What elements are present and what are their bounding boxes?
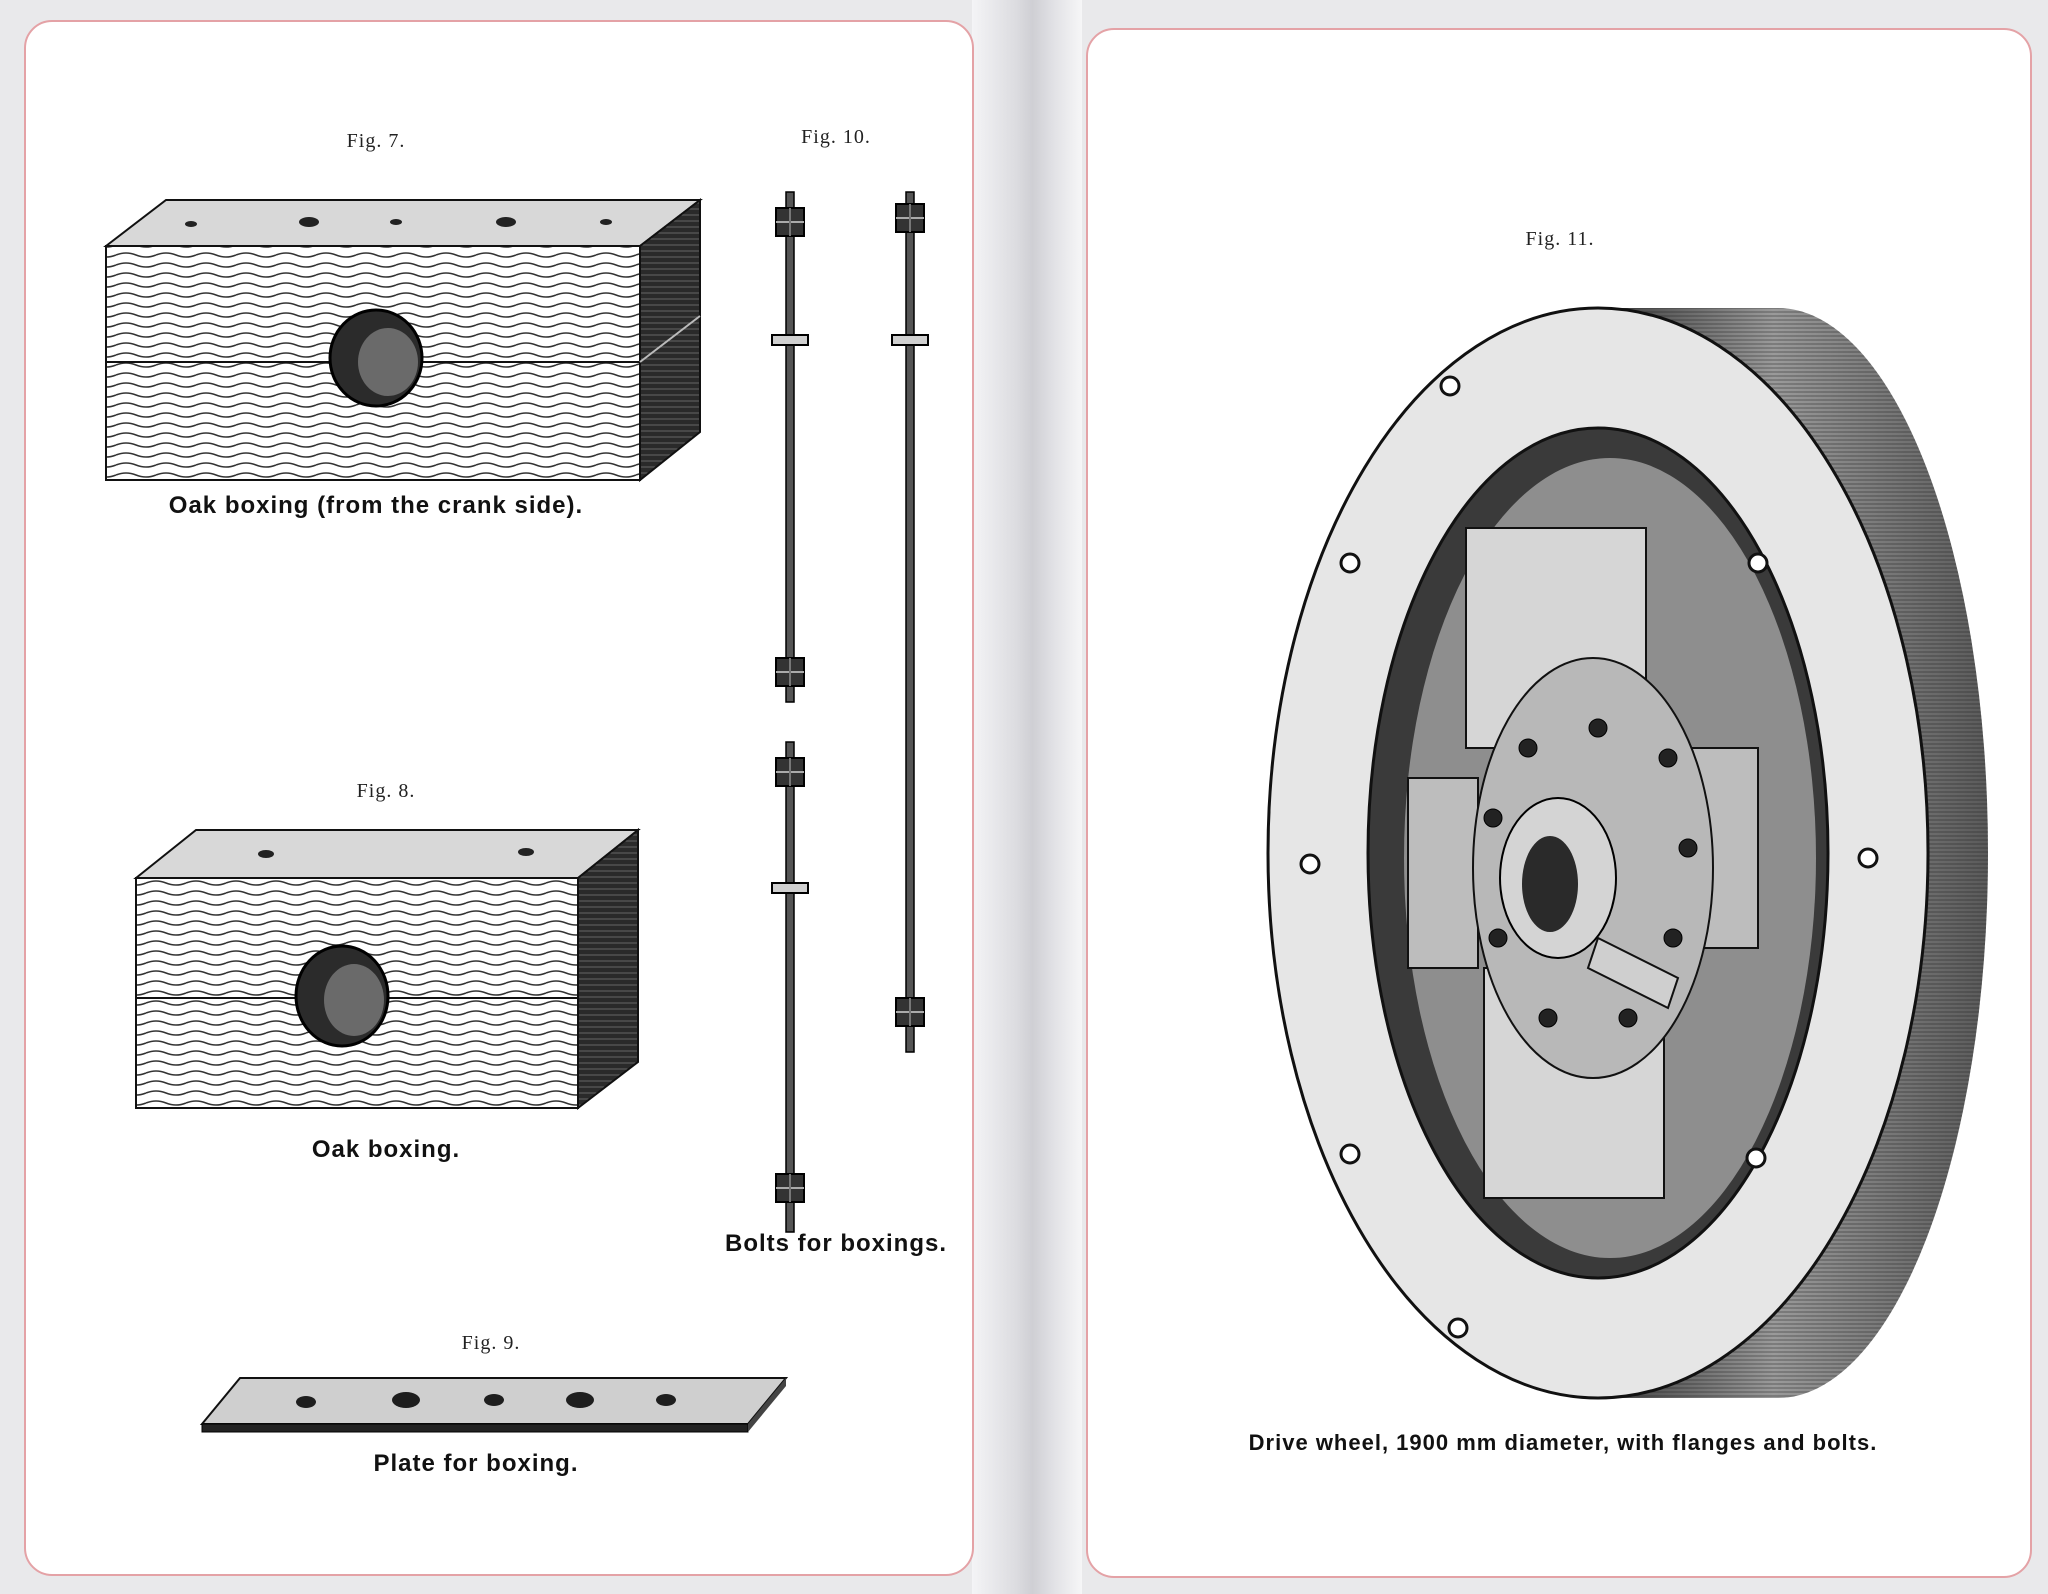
fig11-caption: Drive wheel, 1900 mm diameter, with flan… (1248, 1430, 1878, 1455)
left-page: Fig. 7. (24, 20, 974, 1576)
fig8-caption: Oak boxing. (311, 1136, 461, 1163)
book-gutter (972, 0, 1082, 1594)
fig7-label: Fig. 7. (346, 130, 406, 152)
fig11-drive-wheel-illustration (1266, 306, 1988, 1400)
right-page: Fig. 11. (1086, 28, 2032, 1578)
fig9-plate-illustration (199, 1377, 789, 1433)
fig7-caption: Oak boxing (from the crank side). (168, 492, 584, 519)
fig11-label: Fig. 11. (1525, 228, 1595, 250)
fig8-label: Fig. 8. (356, 780, 416, 802)
fig8-oak-boxing-illustration (133, 827, 641, 1111)
fig10-bolts-illustration (771, 191, 929, 1233)
fig9-caption: Plate for boxing. (373, 1450, 579, 1477)
fig9-label: Fig. 9. (461, 1332, 521, 1354)
fig10-label: Fig. 10. (801, 126, 871, 148)
fig10-caption: Bolts for boxings. (725, 1230, 947, 1257)
fig7-oak-boxing-illustration (103, 197, 703, 483)
